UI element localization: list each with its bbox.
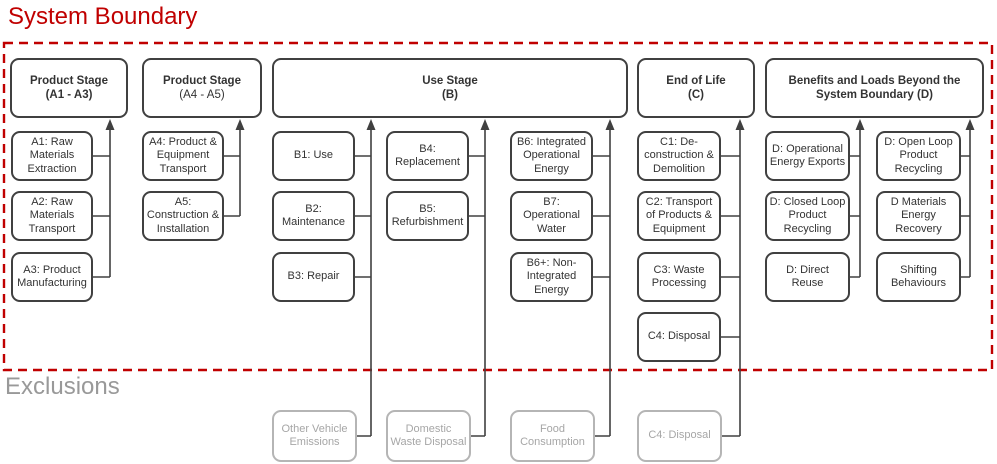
connector-col-a45 (224, 127, 241, 217)
stage-box-d-closed-loop-product-recycling: D: Closed Loop Product Recycling (765, 191, 850, 241)
stage-box-c2: C2: Transport of Products & Equipment (637, 191, 721, 241)
header-product-stage-a1-a3: Product Stage (A1 - A3) (10, 58, 128, 118)
exclusion-box-other-vehicle-emissions: Other Vehicle Emissions (272, 410, 357, 462)
stage-box-a4: A4: Product & Equipment Transport (142, 131, 224, 181)
connector-col-b3 (593, 127, 611, 437)
system-boundary-dashed-border (2, 41, 994, 372)
stage-box-d-direct-reuse: D: Direct Reuse (765, 252, 850, 302)
connector-col-b1 (355, 127, 372, 437)
stage-box-b6: B6: Integrated Operational Energy (510, 131, 593, 181)
header-use-stage-b: Use Stage (B) (272, 58, 628, 118)
arrow-up-icon (480, 119, 490, 130)
header-line1: End of Life (666, 74, 726, 87)
header-line2: (C) (688, 89, 704, 101)
stage-box-c1: C1: De-construction & Demolition (637, 131, 721, 181)
header-line1: Product Stage (163, 74, 241, 87)
stage-box-b4: B4: Replacement (386, 131, 469, 181)
arrow-up-icon (105, 119, 115, 130)
arrow-up-icon (735, 119, 745, 130)
header-line2: (B) (442, 89, 458, 101)
exclusion-box-c4-disposal: C4: Disposal (637, 410, 722, 462)
stage-box-c3: C3: Waste Processing (637, 252, 721, 302)
system-boundary-title: System Boundary (8, 3, 198, 30)
header-line2: System Boundary (D) (816, 89, 933, 101)
stage-box-shifting-behaviours: Shifting Behaviours (876, 252, 961, 302)
stage-box-d-open-loop-product-recycling: D: Open Loop Product Recycling (876, 131, 961, 181)
header-line2: (A4 - A5) (179, 89, 225, 101)
arrow-up-icon (235, 119, 245, 130)
stage-box-a1: A1: Raw Materials Extraction (11, 131, 93, 181)
header-line1: Product Stage (30, 74, 108, 87)
stage-box-d-materials-energy-recovery: D Materials Energy Recovery (876, 191, 961, 241)
header-product-stage-a4-a5: Product Stage (A4 - A5) (142, 58, 262, 118)
exclusion-box-domestic-waste-disposal: Domestic Waste Disposal (386, 410, 471, 462)
stage-box-a3: A3: Product Manufacturing (11, 252, 93, 302)
arrow-up-icon (965, 119, 975, 130)
stage-box-b2: B2: Maintenance (272, 191, 355, 241)
stage-box-b5: B5: Refurbishment (386, 191, 469, 241)
stage-box-c4: C4: Disposal (637, 312, 721, 362)
connector-col-d2 (961, 127, 971, 278)
connector-col-d1 (850, 127, 861, 278)
connector-col-b2 (469, 127, 486, 437)
stage-box-b3: B3: Repair (272, 252, 355, 302)
header-benefits-and-loads-d: Benefits and Loads Beyond the System Bou… (765, 58, 984, 118)
stage-box-a2: A2: Raw Materials Transport (11, 191, 93, 241)
exclusion-box-food-consumption: Food Consumption (510, 410, 595, 462)
connector-col-a13 (93, 127, 111, 278)
arrow-up-icon (366, 119, 376, 130)
stage-box-d-operational-energy-exports: D: Operational Energy Exports (765, 131, 850, 181)
stage-box-b7: B7: Operational Water (510, 191, 593, 241)
stage-box-a5: A5: Construction & Installation (142, 191, 224, 241)
header-line1: Benefits and Loads Beyond the (788, 74, 961, 87)
header-end-of-life-c: End of Life (C) (637, 58, 755, 118)
arrow-up-icon (605, 119, 615, 130)
exclusions-label: Exclusions (5, 373, 120, 400)
arrow-up-icon (855, 119, 865, 130)
header-line2: (A1 - A3) (45, 89, 93, 101)
header-line1: Use Stage (422, 74, 478, 87)
stage-box-b6plus: B6+: Non-Integrated Energy (510, 252, 593, 302)
connector-col-c (721, 127, 741, 437)
stage-box-b1: B1: Use (272, 131, 355, 181)
